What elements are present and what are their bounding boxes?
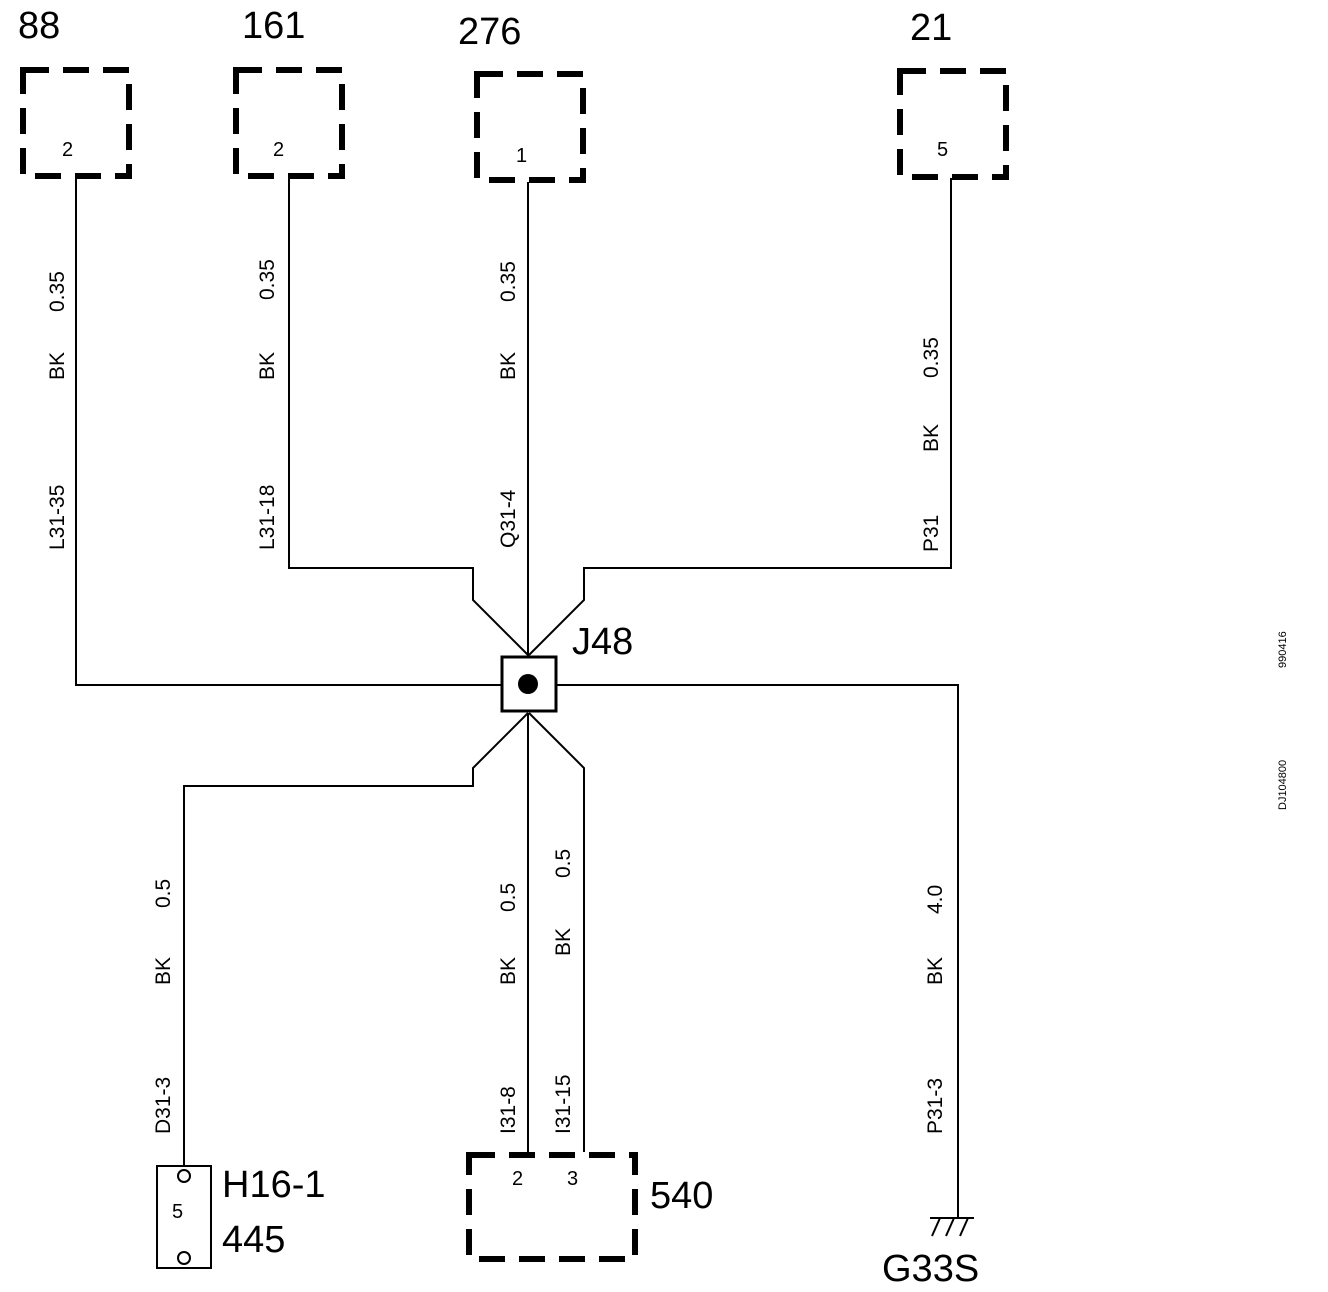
wire-21 [528, 178, 952, 656]
connector-540-pin-2: 2 [512, 1168, 523, 1190]
wire-161-color: BK [256, 352, 279, 380]
splice-j48: J48 [500, 621, 633, 713]
wire-ground-color: BK [924, 957, 947, 985]
wire-88-color: BK [46, 352, 69, 380]
wire-161-size: 0.35 [256, 259, 279, 300]
wire-88-circuit: L31-35 [46, 485, 69, 550]
connector-h16-terminal-top [177, 1169, 191, 1183]
wire-276-size: 0.35 [497, 261, 520, 302]
wire-276-circuit: Q31-4 [497, 489, 520, 548]
connector-276-pin: 1 [516, 145, 527, 167]
wire-ground [556, 684, 959, 1218]
wire-161-circuit: L31-18 [256, 485, 279, 550]
connector-21-pin: 5 [937, 139, 948, 161]
wire-540-pin3-circuit: I31-15 [552, 1074, 575, 1134]
connector-21-box [897, 68, 1009, 180]
ground-g33s: G33S [882, 1217, 979, 1290]
wire-161 [288, 178, 529, 656]
connector-88-pin: 2 [62, 139, 73, 161]
wire-540-pin2-size: 0.5 [497, 883, 520, 912]
ground-hatch-1 [931, 1217, 941, 1237]
connector-161-box [233, 67, 345, 179]
connector-276-box [474, 71, 586, 183]
connector-88-box [20, 67, 132, 179]
wire-540-pin2-color: BK [497, 957, 520, 985]
connector-21-number: 21 [910, 7, 952, 49]
connector-540-pin-3: 3 [567, 1168, 578, 1190]
wire-88 [75, 178, 502, 686]
wire-21-circuit: P31 [920, 515, 943, 552]
connector-88: 88 2 [18, 5, 132, 179]
wire-h16-size: 0.5 [152, 879, 175, 908]
connector-h16-number: 445 [222, 1219, 285, 1261]
connector-21: 21 5 [897, 7, 1009, 180]
wire-21-size: 0.35 [920, 337, 943, 378]
wire-276-color: BK [497, 352, 520, 380]
connector-161-pin: 2 [273, 139, 284, 161]
connector-276: 276 1 [458, 11, 586, 183]
connector-540-number: 540 [650, 1175, 713, 1217]
wire-540-pin3 [528, 712, 585, 1152]
wire-ground-size: 4.0 [924, 885, 947, 914]
connector-161: 161 2 [233, 5, 345, 179]
wire-h16-circuit: D31-3 [152, 1077, 175, 1134]
connector-h16-terminal-bottom [177, 1251, 191, 1265]
ground-name: G33S [882, 1248, 979, 1290]
wire-540-pin3-color: BK [552, 928, 575, 956]
margin-code-top: 990416 [1277, 631, 1289, 668]
connector-161-number: 161 [242, 5, 305, 47]
connector-276-number: 276 [458, 11, 521, 53]
connector-h16: 5 H16-1 445 [156, 1164, 326, 1269]
wire-h16 [183, 712, 529, 1168]
margin-code-bottom: DJ104800 [1277, 760, 1289, 810]
connector-88-number: 88 [18, 5, 60, 47]
connector-540-box [466, 1152, 638, 1262]
wire-540-pin2-circuit: I31-8 [497, 1086, 520, 1134]
splice-name: J48 [572, 621, 633, 663]
wire-540-pin3-size: 0.5 [552, 849, 575, 878]
connector-h16-name: H16-1 [222, 1164, 326, 1206]
ground-hatch-2 [945, 1217, 955, 1237]
connector-h16-pin: 5 [172, 1201, 183, 1223]
wire-21-color: BK [920, 424, 943, 452]
wire-88-size: 0.35 [46, 271, 69, 312]
connector-540: 2 3 540 [466, 1152, 713, 1262]
wire-h16-color: BK [152, 957, 175, 985]
wire-ground-circuit: P31-3 [924, 1078, 947, 1134]
splice-dot [518, 674, 538, 694]
ground-hatch-3 [959, 1217, 969, 1237]
